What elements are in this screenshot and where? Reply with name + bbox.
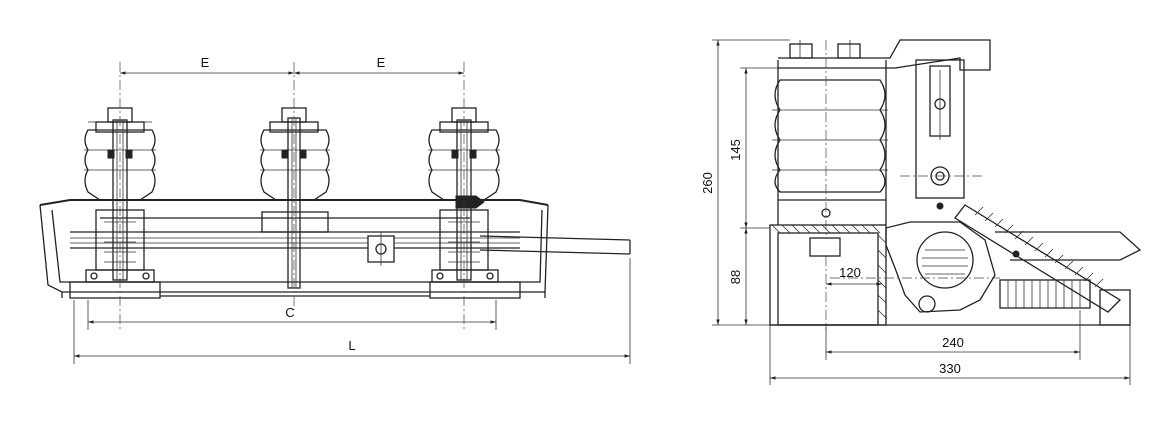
dimension-260: 260: [700, 39, 790, 326]
insulator-right: [428, 107, 500, 283]
side-insulator: [772, 40, 888, 330]
dimension-88: 88: [728, 228, 748, 325]
dimension-240: 240: [825, 310, 1081, 360]
clamp-block: [367, 232, 395, 266]
top-terminal: [778, 39, 991, 71]
dim-c-label: C: [285, 305, 294, 320]
dim-l-label: L: [348, 338, 355, 353]
side-springs: [954, 204, 1131, 326]
dim-88-label: 88: [728, 270, 743, 284]
front-view: E E C L: [39, 55, 631, 364]
dim-145-label: 145: [728, 139, 743, 161]
dimension-e-right: E: [294, 55, 464, 75]
insulator-center: [260, 107, 330, 289]
dimension-330: 330: [769, 325, 1131, 385]
side-contact-arm: [900, 59, 985, 199]
dimension-c: C: [87, 300, 497, 330]
main-shaft: [70, 199, 520, 249]
side-base: [769, 224, 1130, 326]
dim-260-label: 260: [700, 172, 715, 194]
operating-rod: [479, 235, 631, 255]
dim-120-label: 120: [839, 265, 861, 280]
side-mechanism: [830, 202, 1142, 313]
dimension-145: 145: [728, 67, 778, 229]
dimension-l: L: [73, 258, 631, 364]
dimension-e-left: E: [120, 55, 294, 75]
side-view: 260 145 88 120 240: [700, 39, 1142, 385]
dimension-120: 120: [826, 265, 882, 286]
dim-330-label: 330: [939, 361, 961, 376]
dim-e-left-label: E: [201, 55, 210, 70]
dim-240-label: 240: [942, 335, 964, 350]
dim-e-right-label: E: [377, 55, 386, 70]
